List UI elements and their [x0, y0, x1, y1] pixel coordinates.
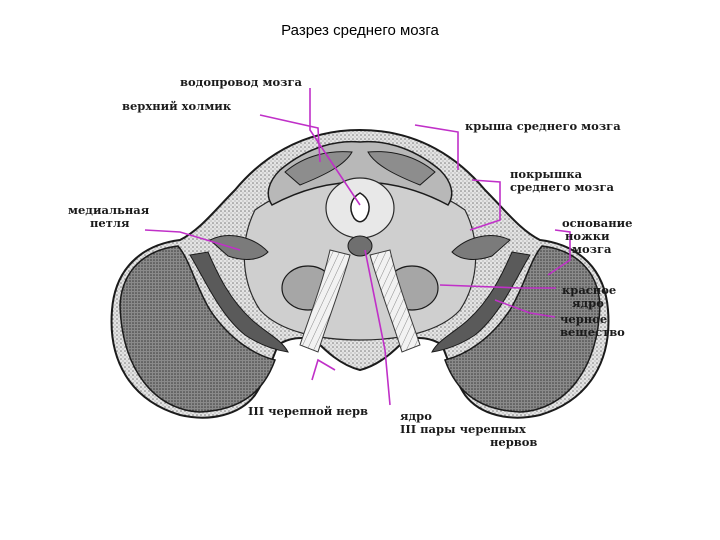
cerebral-aqueduct — [350, 192, 370, 223]
leader-nucleus — [364, 249, 391, 406]
label-crus-1: основание — [562, 216, 632, 230]
left-medial-lemniscus — [209, 235, 269, 260]
left-substantia-nigra — [189, 251, 289, 353]
right-crus — [444, 245, 601, 413]
label-aqueduct: водопровод мозга — [180, 75, 303, 89]
label-red-nucleus-1: красное — [562, 283, 616, 297]
label-nucleus-1: ядро — [400, 409, 432, 423]
label-medial-lemniscus-2: петля — [90, 216, 130, 230]
left-oculomotor-fibers — [299, 249, 351, 353]
label-superior-colliculus: верхний холмик — [122, 99, 232, 113]
leader-oculomotor-nerve — [311, 358, 336, 381]
midbrain-section-svg: водопровод мозга верхний холмик крыша ср… — [68, 75, 632, 449]
label-crus-3: мозга — [572, 242, 612, 256]
label-red-nucleus-2: ядро — [572, 296, 604, 310]
slide-title: Разрез среднего мозга — [281, 22, 439, 39]
label-substantia-nigra-2: вещество — [560, 325, 625, 339]
right-oculomotor-fibers — [369, 249, 421, 353]
leader-tegmentum — [469, 179, 501, 231]
left-crus — [119, 245, 276, 413]
label-medial-lemniscus-1: медиальная — [68, 203, 150, 217]
leader-tectum — [414, 124, 459, 170]
leader-medial-lemniscus — [144, 229, 241, 251]
superior-colliculus-right — [367, 151, 436, 186]
midbrain-section-diagram: водопровод мозга верхний холмик крыша ср… — [60, 70, 660, 470]
label-tegmentum-2: среднего мозга — [510, 180, 615, 194]
label-nucleus-2: III пары черепных — [400, 422, 526, 436]
oculomotor-nucleus — [347, 235, 373, 257]
right-medial-lemniscus — [451, 235, 511, 260]
label-tegmentum-1: покрышка — [510, 167, 583, 181]
superior-colliculus-left — [284, 151, 353, 186]
label-crus-2: ножки — [565, 229, 610, 243]
label-nucleus-3: нервов — [490, 435, 537, 449]
leader-superior-colliculus — [259, 114, 321, 163]
label-substantia-nigra-1: черное — [560, 312, 607, 326]
right-substantia-nigra — [431, 251, 531, 353]
leader-lines — [144, 88, 571, 406]
leader-substantia-nigra — [494, 299, 556, 318]
leader-crus — [547, 229, 571, 276]
label-oculomotor-nerve: III черепной нерв — [248, 404, 368, 418]
leader-red-nucleus — [439, 284, 556, 289]
leader-aqueduct — [309, 88, 361, 206]
label-tectum: крыша среднего мозга — [465, 119, 621, 133]
diagram-labels: водопровод мозга верхний холмик крыша ср… — [68, 75, 632, 449]
